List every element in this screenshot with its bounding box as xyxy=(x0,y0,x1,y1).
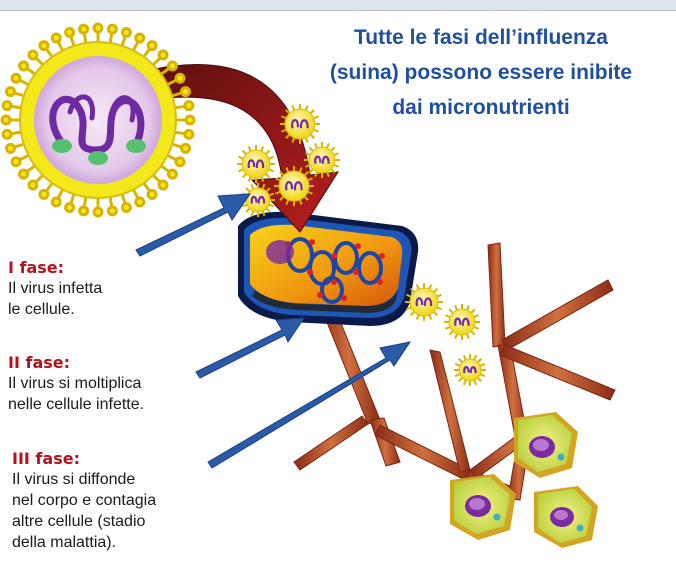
small-virus-icon xyxy=(274,166,314,206)
phase-1-line-1: Il virus infetta xyxy=(8,278,102,299)
phase-1-label: I fase: Il virus infetta le cellule. xyxy=(8,257,102,320)
arrow-phase-2 xyxy=(196,318,304,378)
small-virus-icon xyxy=(444,304,480,340)
phase-2-line-1: Il virus si moltiplica xyxy=(8,373,144,394)
small-virus-icon xyxy=(405,283,443,321)
arrow-phase-1 xyxy=(136,194,250,256)
virus-icon xyxy=(2,24,194,216)
infected-cell-icon xyxy=(238,212,418,326)
title-line-1: Tutte le fasi dell’influenza xyxy=(292,20,670,55)
fiber-12 xyxy=(294,416,368,470)
healthy-cells xyxy=(450,412,598,548)
phase-3-line-4: della malattia). xyxy=(12,532,156,553)
diagram-title: Tutte le fasi dell’influenza (suina) pos… xyxy=(292,20,670,125)
cell-icon xyxy=(534,486,598,548)
phase-2-heading: II fase: xyxy=(8,352,144,373)
phase-1-line-2: le cellule. xyxy=(8,299,102,320)
phase-3-heading: III fase: xyxy=(12,448,156,469)
phase-3-label: III fase: Il virus si diffonde nel corpo… xyxy=(12,448,156,553)
title-line-2: (suina) possono essere inibite xyxy=(292,55,670,90)
phase-3-line-3: altre cellule (stadio xyxy=(12,511,156,532)
phase-1-heading: I fase: xyxy=(8,257,102,278)
fiber-7 xyxy=(502,280,613,350)
small-virus-icon xyxy=(237,145,275,183)
small-virus-icon xyxy=(304,142,340,178)
phase-3-line-2: nel corpo e contagia xyxy=(12,490,156,511)
cell-icon xyxy=(450,474,516,540)
phase-3-line-1: Il virus si diffonde xyxy=(12,469,156,490)
fiber-5 xyxy=(488,243,505,347)
small-virus-icon xyxy=(454,354,486,386)
phase-2-label: II fase: Il virus si moltiplica nelle ce… xyxy=(8,352,144,415)
phase-2-line-2: nelle cellule infette. xyxy=(8,394,144,415)
title-line-3: dai micronutrienti xyxy=(292,90,670,125)
